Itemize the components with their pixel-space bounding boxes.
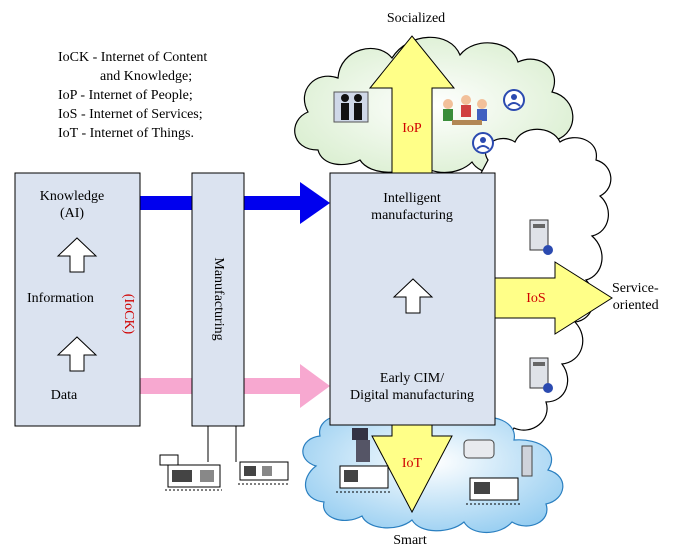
legend-iop: IoP - Internet of People; xyxy=(58,88,193,103)
server-icon xyxy=(529,357,553,393)
service-oriented-label: Service- oriented xyxy=(612,281,659,313)
smart-label: Smart xyxy=(393,533,427,548)
user-icon xyxy=(503,89,525,111)
meeting-people-icon xyxy=(443,95,487,125)
data-label: Data xyxy=(50,388,78,403)
legend-iock: IoCK - Internet of Content xyxy=(58,50,208,65)
team-people-icon xyxy=(333,91,369,123)
machine-tool-icon xyxy=(336,465,390,493)
iop-arrow-label: IoP xyxy=(402,121,422,136)
iop-arrow xyxy=(368,35,456,174)
machine-tool-icon xyxy=(466,477,520,505)
socialized-label: Socialized xyxy=(386,11,446,26)
printer-icon xyxy=(463,439,495,459)
up-arrow-icon xyxy=(392,278,434,314)
manufacturing-box xyxy=(191,172,245,427)
intelligent-manufacturing-label: Intelligent manufacturing xyxy=(371,191,453,223)
machine-tool-icon xyxy=(159,454,222,491)
machine-tool-icon xyxy=(238,461,290,485)
knowledge-label: Knowledge (AI) xyxy=(39,189,105,221)
data-hierarchy-box xyxy=(14,172,141,427)
camera-icon xyxy=(352,428,370,462)
legend-iot: IoT - Internet of Things. xyxy=(58,126,194,141)
ios-arrow xyxy=(494,261,613,335)
ios-arrow-label: IoS xyxy=(526,291,546,306)
iock-label: (IoCK) xyxy=(121,293,136,335)
legend: IoCK - Internet of Content and Knowledge… xyxy=(58,48,207,143)
legend-ios: IoS - Internet of Services; xyxy=(58,107,203,122)
legend-iock-cont: and Knowledge; xyxy=(100,69,193,84)
early-cim-label: Early CIM/ Digital manufacturing xyxy=(349,371,475,403)
iot-arrow-label: IoT xyxy=(401,456,423,471)
up-arrow-icon xyxy=(56,336,98,372)
manufacturing-label: Manufacturing xyxy=(211,257,226,341)
up-arrow-icon xyxy=(56,237,98,273)
user-icon xyxy=(472,132,494,154)
information-label: Information xyxy=(27,291,94,306)
tower-device-icon xyxy=(521,445,533,477)
server-icon xyxy=(529,219,553,255)
